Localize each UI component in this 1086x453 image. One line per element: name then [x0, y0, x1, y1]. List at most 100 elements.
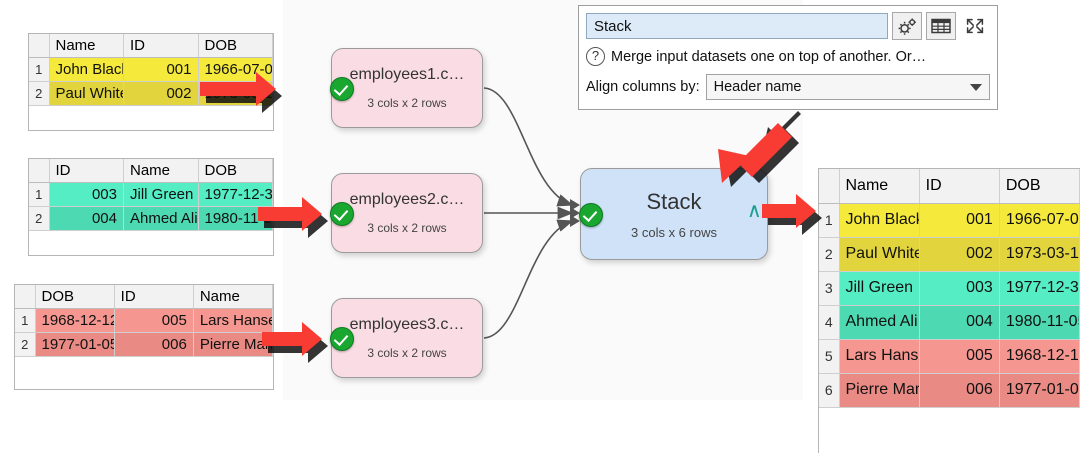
panel-align-row: Align columns by: Header name [586, 74, 990, 100]
column-header-name[interactable]: Name [838, 169, 920, 204]
column-header-dob[interactable]: DOB [998, 169, 1081, 204]
table-cell[interactable]: 003 [918, 270, 1000, 306]
table-cell[interactable]: Lars Hansen [838, 338, 920, 374]
column-header-name[interactable]: Name [192, 285, 274, 309]
table-cell[interactable]: 003 [48, 182, 124, 207]
column-header-id[interactable]: ID [123, 34, 199, 58]
stack-input-port-1[interactable] [570, 199, 580, 211]
expand-icon[interactable] [960, 12, 990, 40]
table-cell[interactable]: Pierre Martin [192, 332, 274, 357]
row-number[interactable]: 2 [29, 81, 50, 106]
panel-description-row: ? Merge input datasets one on top of ano… [586, 47, 990, 66]
table-cell[interactable]: Jill Green [123, 182, 199, 207]
column-header-id[interactable]: ID [113, 285, 194, 309]
column-header-dob[interactable]: DOB [34, 285, 115, 309]
table-cell[interactable]: 1977-01-05 [998, 372, 1081, 408]
table-cell[interactable]: 1968-12-12 [34, 308, 115, 333]
table-cell[interactable]: 002 [123, 81, 199, 106]
table-grid-icon[interactable] [926, 12, 956, 40]
column-header-dob[interactable]: DOB [197, 159, 273, 183]
row-number[interactable]: 6 [819, 372, 840, 408]
table-cell[interactable]: John Black [48, 57, 124, 82]
table-cell[interactable]: 004 [918, 304, 1000, 340]
row-number[interactable]: 1 [29, 57, 50, 82]
status-ok-icon [579, 203, 603, 227]
table-cell[interactable]: 005 [918, 338, 1000, 374]
table-cell[interactable]: 005 [113, 308, 194, 333]
table-cell[interactable]: Paul White [48, 81, 124, 106]
item-name-input[interactable]: Stack [586, 13, 888, 39]
row-header-corner [819, 169, 840, 204]
settings-gears-icon[interactable] [892, 12, 922, 40]
row-number[interactable]: 4 [819, 304, 840, 340]
node-title: Stack [646, 188, 702, 214]
column-header-name[interactable]: Name [123, 159, 199, 183]
annotation-arrow-employees2 [258, 195, 368, 241]
status-ok-icon [330, 202, 354, 226]
table-cell[interactable]: Pierre Martin [838, 372, 920, 408]
annotation-arrow-output [762, 192, 852, 238]
table-cell[interactable]: John Black [838, 202, 920, 238]
row-number[interactable]: 1 [819, 202, 840, 238]
table-cell[interactable]: 1977-12-30 [998, 270, 1081, 306]
row-number[interactable]: 2 [29, 206, 50, 231]
table-cell[interactable]: Ahmed Ali [123, 206, 199, 231]
table-cell[interactable]: Lars Hansen [192, 308, 274, 333]
node-employees1[interactable]: employees1.c… 3 cols x 2 rows [331, 48, 483, 128]
table-cell[interactable]: 001 [123, 57, 199, 82]
annotation-arrow-employees3 [262, 320, 372, 366]
node-subtitle: 3 cols x 2 rows [367, 346, 447, 360]
row-number[interactable]: 2 [819, 236, 840, 272]
column-header-dob[interactable]: DOB [197, 34, 273, 58]
node-employees3[interactable]: employees3.c… 3 cols x 2 rows [331, 298, 483, 378]
table-cell[interactable]: 1966-07-01 [998, 202, 1081, 238]
table-cell[interactable]: Ahmed Ali [838, 304, 920, 340]
table-cell[interactable]: 1977-12-30 [197, 182, 273, 207]
node-employees2[interactable]: employees2.c… 3 cols x 2 rows [331, 173, 483, 253]
table-cell[interactable]: 1968-12-12 [998, 338, 1081, 374]
row-number[interactable]: 1 [15, 308, 36, 333]
column-header-id[interactable]: ID [918, 169, 1000, 204]
table-cell[interactable]: 1980-11-05 [998, 304, 1081, 340]
align-columns-value: Header name [713, 79, 802, 95]
align-columns-label: Align columns by: [586, 79, 700, 95]
status-ok-icon [330, 77, 354, 101]
column-header-name[interactable]: Name [48, 34, 124, 58]
table-cell[interactable]: Paul White [838, 236, 920, 272]
align-columns-select[interactable]: Header name [705, 74, 990, 100]
table-cell[interactable]: 001 [918, 202, 1000, 238]
table-cell[interactable]: 006 [918, 372, 1000, 408]
help-question-icon[interactable]: ? [586, 47, 605, 66]
node-title: employees3.c… [349, 316, 465, 333]
table-cell[interactable]: Jill Green [838, 270, 920, 306]
row-number[interactable]: 3 [819, 270, 840, 306]
row-number[interactable]: 1 [29, 182, 50, 207]
table-cell[interactable]: 002 [918, 236, 1000, 272]
table-cell[interactable]: 1977-01-05 [34, 332, 115, 357]
node-stack[interactable]: Stack 3 cols x 6 rows [580, 168, 768, 260]
row-number[interactable]: 2 [15, 332, 36, 357]
column-header-id[interactable]: ID [48, 159, 124, 183]
stack-input-port-2[interactable] [570, 207, 580, 219]
table-cell[interactable]: 006 [113, 332, 194, 357]
stack-input-port-3[interactable] [570, 215, 580, 227]
table-cell[interactable]: 004 [48, 206, 124, 231]
row-number[interactable]: 5 [819, 338, 840, 374]
table-cell[interactable]: 1973-03-11 [998, 236, 1081, 272]
